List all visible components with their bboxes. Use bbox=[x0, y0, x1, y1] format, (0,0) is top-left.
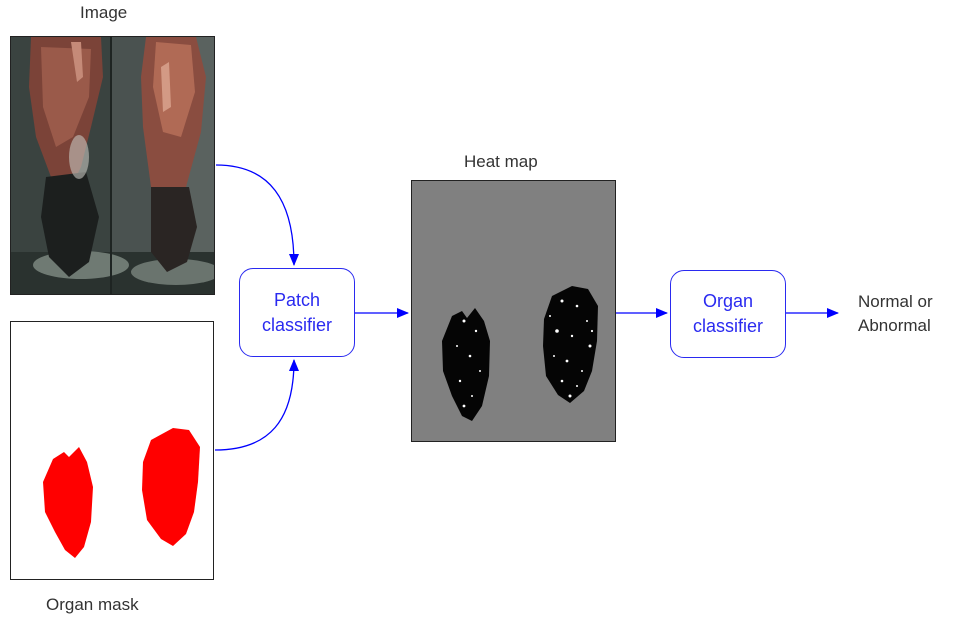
patch-classifier-line2: classifier bbox=[262, 313, 332, 338]
organ-classifier-box: Organ classifier bbox=[670, 270, 786, 358]
mask-to-patch-arrow bbox=[215, 360, 294, 450]
organ-classifier-line1: Organ bbox=[693, 289, 763, 314]
image-to-patch-arrow bbox=[216, 165, 294, 265]
organ-classifier-line2: classifier bbox=[693, 314, 763, 339]
patch-classifier-line1: Patch bbox=[262, 288, 332, 313]
patch-classifier-box: Patch classifier bbox=[239, 268, 355, 357]
